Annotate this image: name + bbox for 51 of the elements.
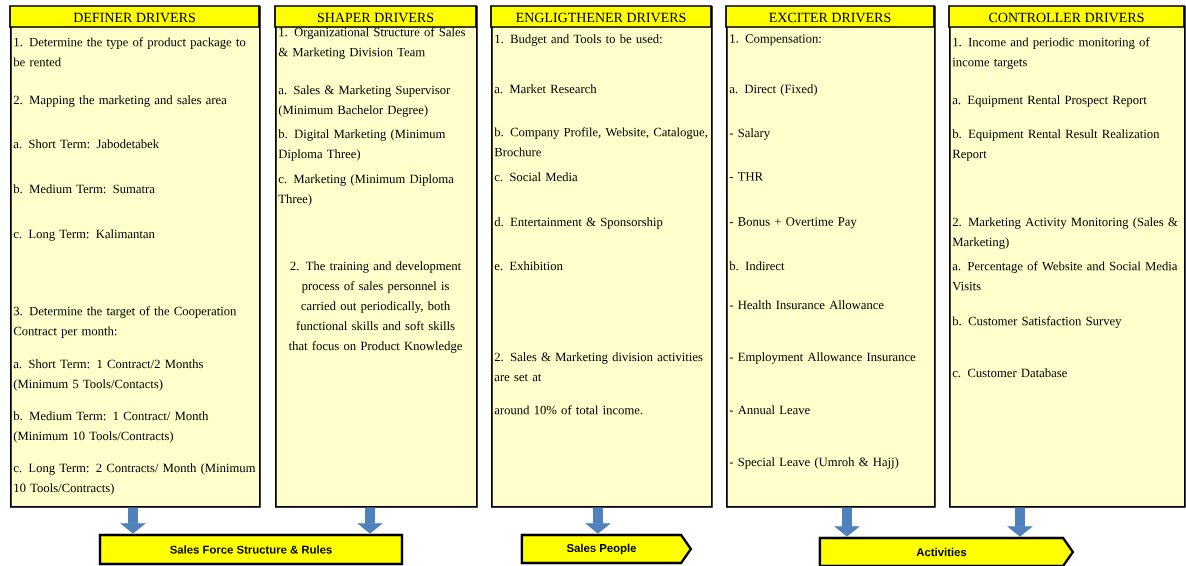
list-item: b. Digital Marketing (Minimum Diploma Three)	[278, 129, 446, 161]
list-item: c. Long Term: Kalimantan	[13, 229, 155, 241]
driver-column	[274, 5, 478, 508]
column-heading: CONTROLLER DRIVERS	[989, 12, 1144, 23]
column-heading: ENGLIGTHENER DRIVERS	[516, 12, 686, 23]
list-item: 1. Determine the type of product package to be rented	[13, 37, 246, 67]
list-item: c. Marketing (Minimum Diploma Three)	[278, 174, 454, 206]
driver-column	[725, 5, 936, 508]
list-item: b. Indirect	[729, 261, 785, 271]
list-item: 2. Mapping the marketing and sales area	[13, 95, 227, 107]
list-item: 1. Organizational Structure of Sales & Marketing Division Team	[278, 27, 466, 59]
list-item: c. Long Term: 2 Contracts/ Month (Minimum 10 Tools/Contracts)	[13, 463, 256, 495]
column-heading: EXCITER DRIVERS	[769, 12, 891, 23]
list-item: 1. Compensation:	[730, 34, 821, 46]
list-item: c. Social Media	[494, 172, 578, 182]
list-item: 1. Income and periodic monitoring of income targets	[952, 37, 1150, 69]
list-item: a. Sales & Marketing Supervisor (Minimum Bachelor Degree)	[278, 85, 451, 117]
result-arrow-bar: Sales People	[520, 533, 693, 565]
list-item: - Annual Leave	[729, 405, 810, 415]
list-item: b. Equipment Rental Result Realization Report	[952, 129, 1160, 161]
list-item: b. Medium Term: 1 Contract/ Month (Minimum 10 Tools/Contracts)	[13, 411, 209, 443]
list-item: a. Equipment Rental Prospect Report	[952, 95, 1147, 107]
result-arrow-bar: Activities	[818, 536, 1075, 566]
list-item: a. Market Research	[494, 84, 597, 94]
list-item: - Employment Allowance Insurance	[729, 352, 916, 364]
list-item: 1. Budget and Tools to be used:	[495, 34, 662, 46]
list-item: a. Percentage of Website and Social Media Visits	[952, 261, 1178, 291]
list-item: a. Direct (Fixed)	[729, 84, 817, 96]
list-item: b. Medium Term: Sumatra	[13, 184, 155, 194]
list-item: around 10% of total income.	[494, 405, 643, 415]
list-item: d. Entertainment & Sponsorship	[494, 217, 663, 229]
driver-column	[948, 5, 1186, 508]
list-item: e. Exhibition	[494, 261, 563, 271]
driver-column	[490, 5, 713, 508]
result-bar: Sales Force Structure & Rules	[98, 533, 404, 566]
list-item: - Salary	[729, 128, 771, 140]
list-item: - Special Leave (Umroh & Hajj)	[729, 457, 899, 469]
list-item: 3. Determine the target of the Cooperation Contract per month:	[13, 306, 237, 338]
list-item: a. Short Term: Jabodetabek	[13, 139, 160, 149]
column-heading: SHAPER DRIVERS	[317, 12, 434, 23]
list-item: - Health Insurance Allowance	[729, 300, 884, 310]
list-item: c. Customer Database	[952, 368, 1067, 378]
list-item: - THR	[729, 172, 763, 181]
list-item: 2. Sales & Marketing division activities are set at	[494, 352, 703, 382]
list-item: 2. Marketing Activity Monitoring (Sales & Marketing)	[952, 217, 1178, 249]
list-item: b. Customer Satisfaction Survey	[952, 316, 1122, 328]
list-item: 2. The training and development process of sales personnel is carried out periodically, both functional skills and soft skills that focus on Product Knowledge	[288, 261, 462, 353]
driver-column	[9, 5, 261, 508]
column-heading: DEFINER DRIVERS	[73, 12, 195, 23]
list-item: a. Short Term: 1 Contract/2 Months (Minimum 5 Tools/Contacts)	[13, 359, 203, 391]
list-item: - Bonus + Overtime Pay	[729, 217, 857, 229]
